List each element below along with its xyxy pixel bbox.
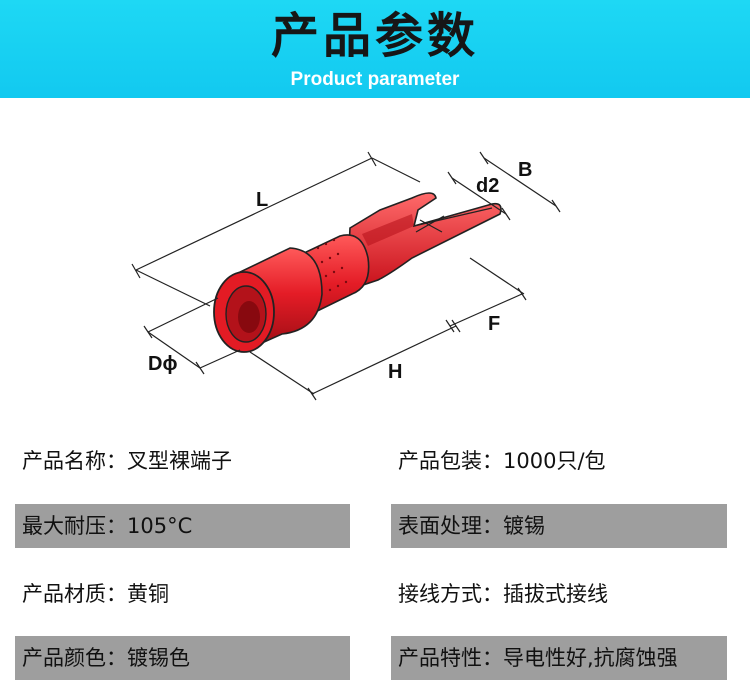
param-label: 产品材质： (22, 582, 127, 606)
dimension-lines (131, 151, 561, 401)
param-max-voltage: 最大耐压：105°C (22, 511, 192, 541)
param-label: 产品颜色： (22, 646, 127, 670)
param-value: 镀锡色 (127, 646, 190, 670)
page-subtitle: Product parameter (290, 69, 460, 90)
fork-blade (347, 192, 502, 287)
label-B: B (518, 159, 532, 181)
param-value: 镀锡 (503, 514, 545, 538)
param-label: 最大耐压： (22, 514, 127, 538)
param-surface: 表面处理：镀锡 (398, 511, 545, 541)
terminal-diagram: L B d2 F H Dϕ (131, 151, 561, 401)
label-H: H (388, 361, 402, 383)
sleeve (213, 247, 323, 353)
param-color: 产品颜色：镀锡色 (22, 643, 190, 673)
param-label: 接线方式： (398, 582, 503, 606)
param-label: 产品包装： (398, 449, 503, 473)
param-value: 105°C (127, 514, 193, 538)
label-d2: d2 (476, 175, 499, 197)
param-package: 产品包装：1000只/包 (398, 446, 606, 476)
param-name: 产品名称：叉型裸端子 (22, 446, 232, 476)
row-highlight-left-4 (15, 636, 350, 680)
label-L: L (256, 189, 268, 211)
row-highlight-right-4 (391, 636, 727, 680)
param-label: 产品特性： (398, 646, 503, 670)
param-value: 1000只/包 (503, 449, 606, 473)
param-connection: 接线方式：插拔式接线 (398, 579, 608, 609)
row-highlight-left-2 (15, 504, 350, 548)
crimp-dots (316, 238, 348, 292)
param-feature: 产品特性：导电性好,抗腐蚀强 (398, 643, 678, 673)
page-title: 产品参数 (270, 8, 479, 64)
label-D: Dϕ (148, 353, 177, 375)
row-highlight-right-2 (391, 504, 727, 548)
param-material: 产品材质：黄铜 (22, 579, 169, 609)
label-F: F (488, 313, 500, 335)
param-label: 表面处理： (398, 514, 503, 538)
param-value: 叉型裸端子 (127, 449, 232, 473)
param-label: 产品名称： (22, 449, 127, 473)
param-value: 插拔式接线 (503, 582, 608, 606)
param-value: 黄铜 (127, 582, 169, 606)
param-value: 导电性好,抗腐蚀强 (503, 646, 678, 670)
header-banner: 产品参数 Product parameter (0, 0, 750, 98)
